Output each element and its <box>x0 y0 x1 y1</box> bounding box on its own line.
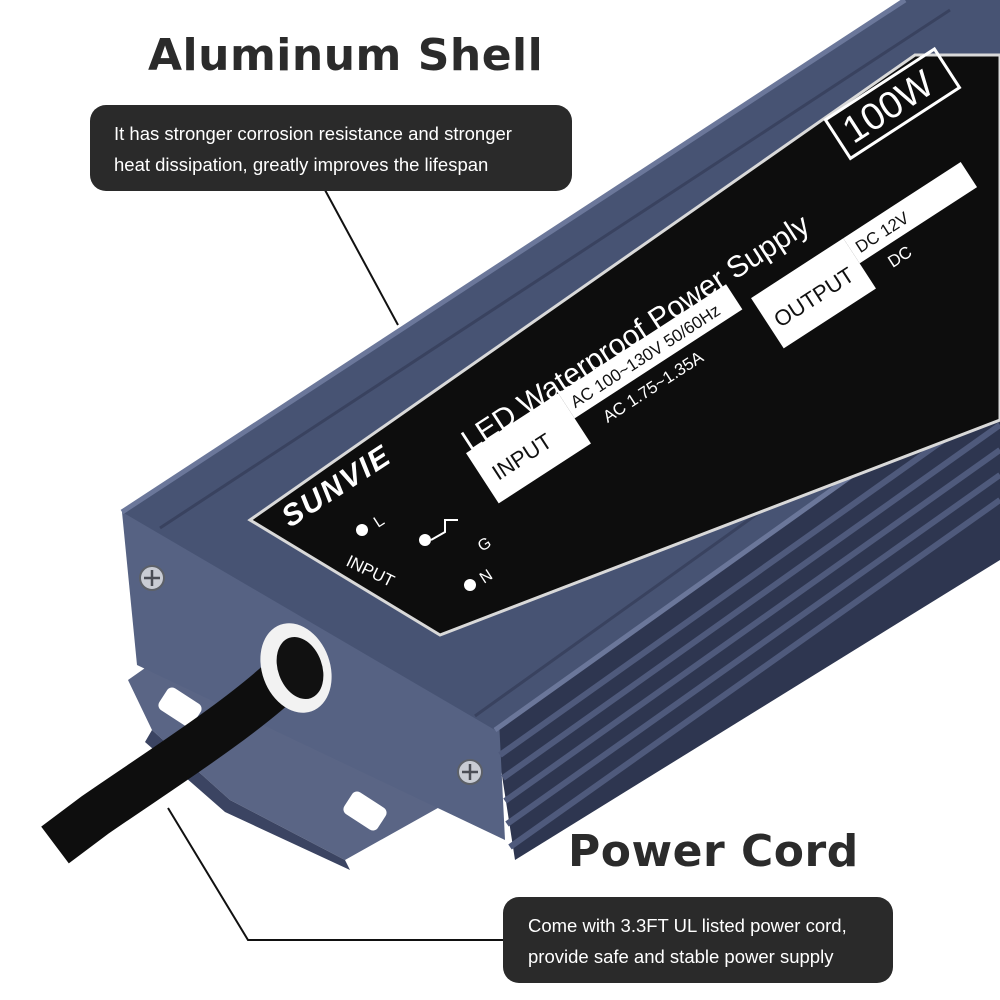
screw-icon <box>139 565 165 591</box>
callout-leader-line <box>324 189 399 326</box>
terminal-n-dot <box>464 579 476 591</box>
screw-icon <box>457 759 483 785</box>
cooling-fins <box>498 397 1000 850</box>
callout-text-line: Come with 3.3FT UL listed power cord, <box>528 915 847 936</box>
power-cord-callout: Come with 3.3FT UL listed power cord, pr… <box>503 897 893 983</box>
terminal-g-dot <box>419 534 431 546</box>
product-label <box>247 53 1000 637</box>
aluminum-shell-callout: It has stronger corrosion resistance and… <box>90 105 572 191</box>
callout-text-line: It has stronger corrosion resistance and… <box>114 123 512 144</box>
callout-text-line: heat dissipation, greatly improves the l… <box>114 154 489 175</box>
output-spec-block: OUTPUT DC 12V DC <box>751 161 978 349</box>
ground-symbol-icon <box>430 519 458 541</box>
power-cord-heading: Power Cord <box>568 826 859 877</box>
callout-text-line: provide safe and stable power supply <box>528 946 834 967</box>
aluminum-shell-heading: Aluminum Shell <box>148 30 544 81</box>
terminal-l-dot <box>356 524 368 536</box>
callout-leader-line <box>167 807 505 941</box>
power-cord <box>41 623 332 864</box>
